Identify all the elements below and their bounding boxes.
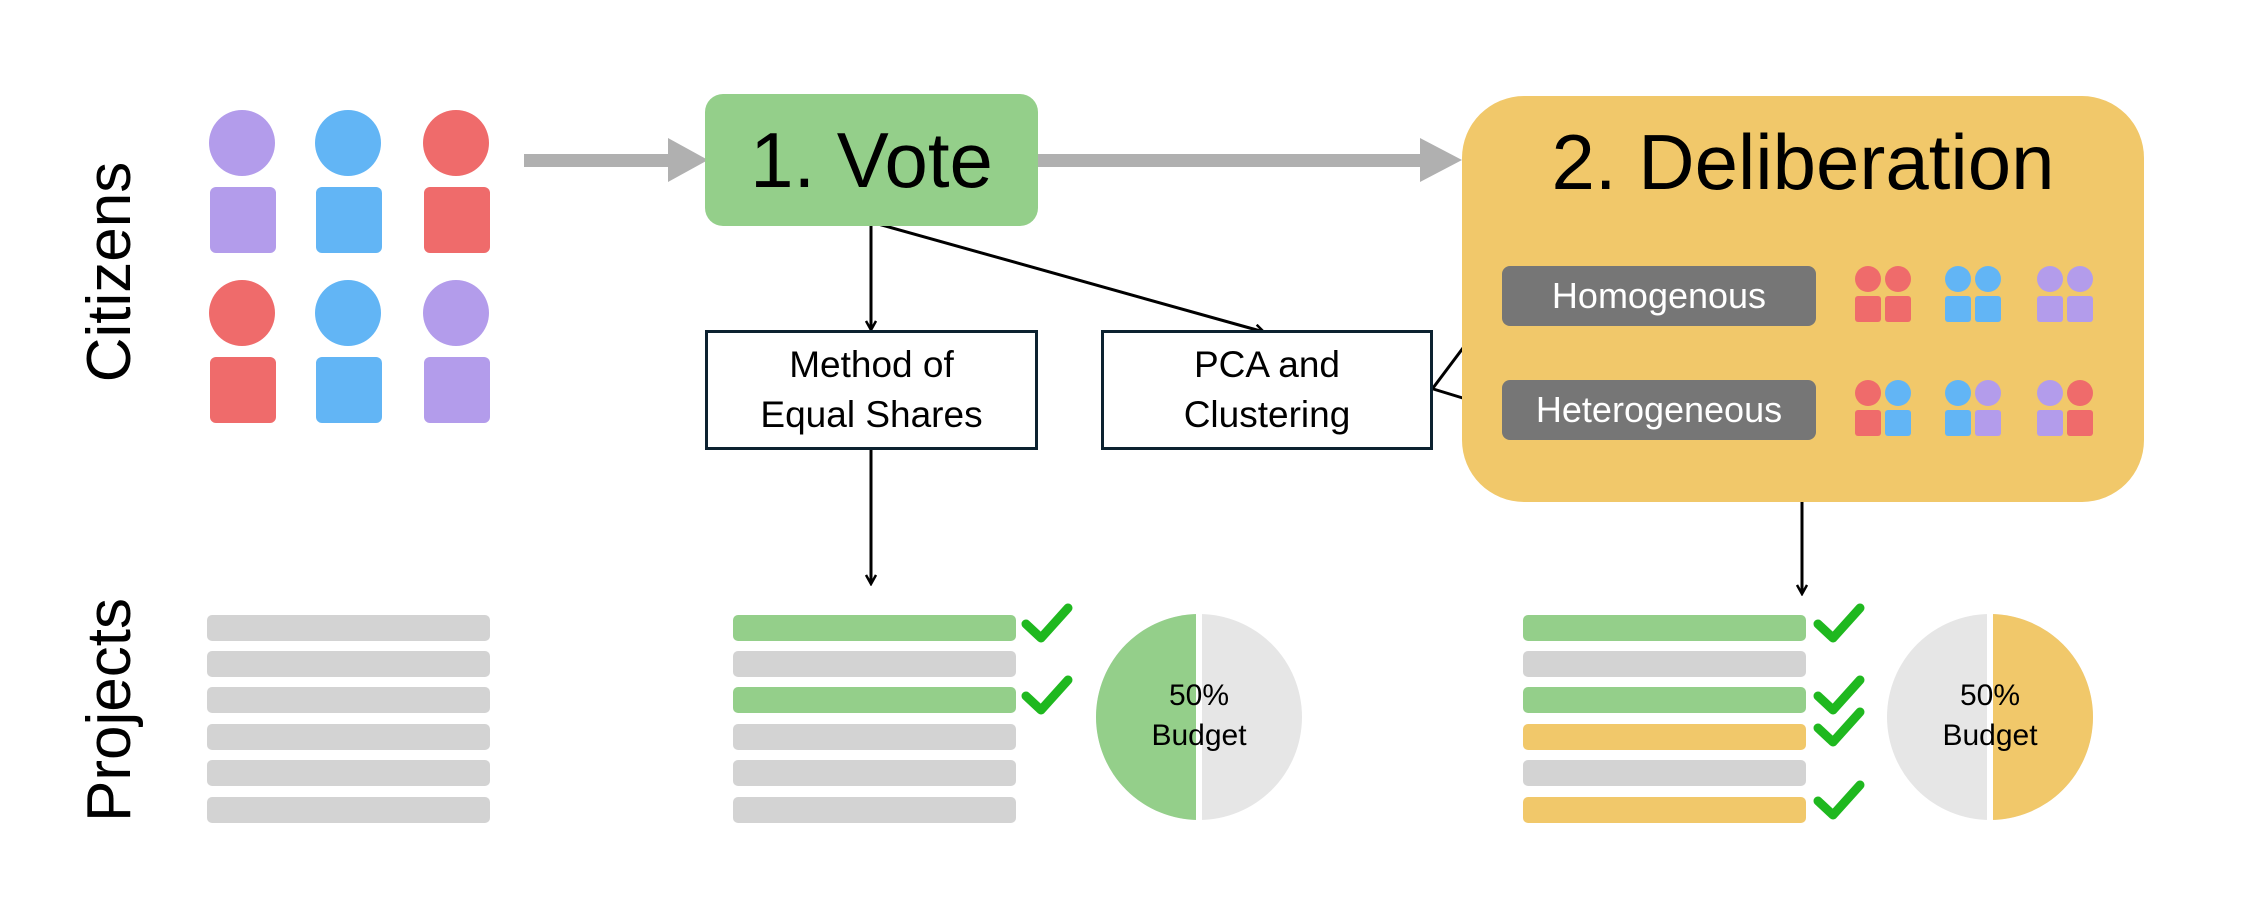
heterogeneous-pair-person-head (1945, 380, 1971, 406)
person-head (315, 110, 381, 176)
arrow-citizens-to-vote (524, 138, 708, 182)
deliberation-check-icon (1813, 603, 1865, 643)
initial-project-bar (207, 724, 490, 750)
citizen-person-icon (209, 110, 277, 254)
heterogeneous-pair-person-head (1975, 380, 2001, 406)
citizen-person-icon (423, 280, 491, 424)
heterogeneous-pair-person-torso (2037, 410, 2063, 436)
arrow-vote-to-deliberation (1038, 138, 1462, 182)
heterogeneous-pair-person-torso (1975, 410, 2001, 436)
deliberation-project-bar (1523, 687, 1806, 713)
heterogeneous-pair-person-head (2037, 380, 2063, 406)
initial-project-bar (207, 615, 490, 641)
mes-pie-label: 50% Budget (1151, 679, 1247, 752)
initial-project-bar (207, 760, 490, 786)
mes-project-bar (733, 760, 1016, 786)
mes-project-bar (733, 687, 1016, 713)
deliberation-project-bar (1523, 651, 1806, 677)
deliberation-project-bar (1523, 724, 1806, 750)
mes-pie-slice (1096, 614, 1199, 820)
deliberation-stage-label: 2. Deliberation (1551, 117, 2055, 206)
person-torso (316, 187, 382, 253)
homogenous-pair-person-torso (1855, 296, 1881, 322)
homogenous-pair-person-head (1885, 266, 1911, 292)
homogenous-pair-person-head (1975, 266, 2001, 292)
person-torso (316, 357, 382, 423)
person-torso (424, 187, 490, 253)
heterogeneous-pair-person-head (1855, 380, 1881, 406)
initial-project-bar (207, 797, 490, 823)
deliberation-pie-slice (1990, 614, 2093, 820)
method-of-equal-shares-box: Method of Equal Shares (705, 330, 1038, 450)
person-head (209, 280, 275, 346)
person-head (315, 280, 381, 346)
deliberation-project-bar (1523, 797, 1806, 823)
heterogeneous-pair-person-head (1885, 380, 1911, 406)
vote-stage: 1. Vote (705, 94, 1038, 226)
homogenous-pair-person-torso (1885, 296, 1911, 322)
mes-check-icon (1021, 675, 1073, 715)
heterogeneous-pair-person-torso (1885, 410, 1911, 436)
mes-project-bar (733, 651, 1016, 677)
heterogeneous-pill: Heterogeneous (1502, 380, 1816, 440)
citizen-person-icon (209, 280, 277, 424)
person-head (209, 110, 275, 176)
deliberation-budget-pie (1887, 612, 2093, 822)
homogenous-pair-person-torso (1975, 296, 2001, 322)
person-torso (424, 357, 490, 423)
mes-budget-pie (1096, 612, 1302, 822)
homogenous-pill: Homogenous (1502, 266, 1816, 326)
homogenous-pair-person-head (2037, 266, 2063, 292)
person-torso (210, 187, 276, 253)
heterogeneous-pair-person-torso (1855, 410, 1881, 436)
deliberation-project-bar (1523, 615, 1806, 641)
mes-project-bar (733, 724, 1016, 750)
initial-project-bar (207, 687, 490, 713)
person-head (423, 110, 489, 176)
mes-project-bar (733, 615, 1016, 641)
citizen-person-icon (315, 280, 383, 424)
homogenous-pair-person-torso (1945, 296, 1971, 322)
mes-project-bar (733, 797, 1016, 823)
vote-stage-label: 1. Vote (750, 115, 993, 204)
homogenous-pair-person-torso (2037, 296, 2063, 322)
heterogeneous-pair-person-head (2067, 380, 2093, 406)
homogenous-pair-person-head (2067, 266, 2093, 292)
citizen-person-icon (423, 110, 491, 254)
initial-project-bar (207, 651, 490, 677)
homogenous-pair-person-head (1945, 266, 1971, 292)
person-torso (210, 357, 276, 423)
homogenous-pair-person-torso (2067, 296, 2093, 322)
person-head (423, 280, 489, 346)
arrow-vote-to-pca (870, 220, 1264, 332)
deliberation-check-icon (1813, 780, 1865, 820)
deliberation-project-bar (1523, 760, 1806, 786)
citizen-person-icon (315, 110, 383, 254)
heterogeneous-pair-person-torso (2067, 410, 2093, 436)
homogenous-pair-person-head (1855, 266, 1881, 292)
heterogeneous-pair-person-torso (1945, 410, 1971, 436)
deliberation-check-icon (1813, 707, 1865, 747)
mes-check-icon (1021, 603, 1073, 643)
deliberation-pie-label: 50% Budget (1942, 679, 2038, 752)
pca-clustering-box: PCA and Clustering (1101, 330, 1433, 450)
deliberation-check-icon (1813, 675, 1865, 715)
